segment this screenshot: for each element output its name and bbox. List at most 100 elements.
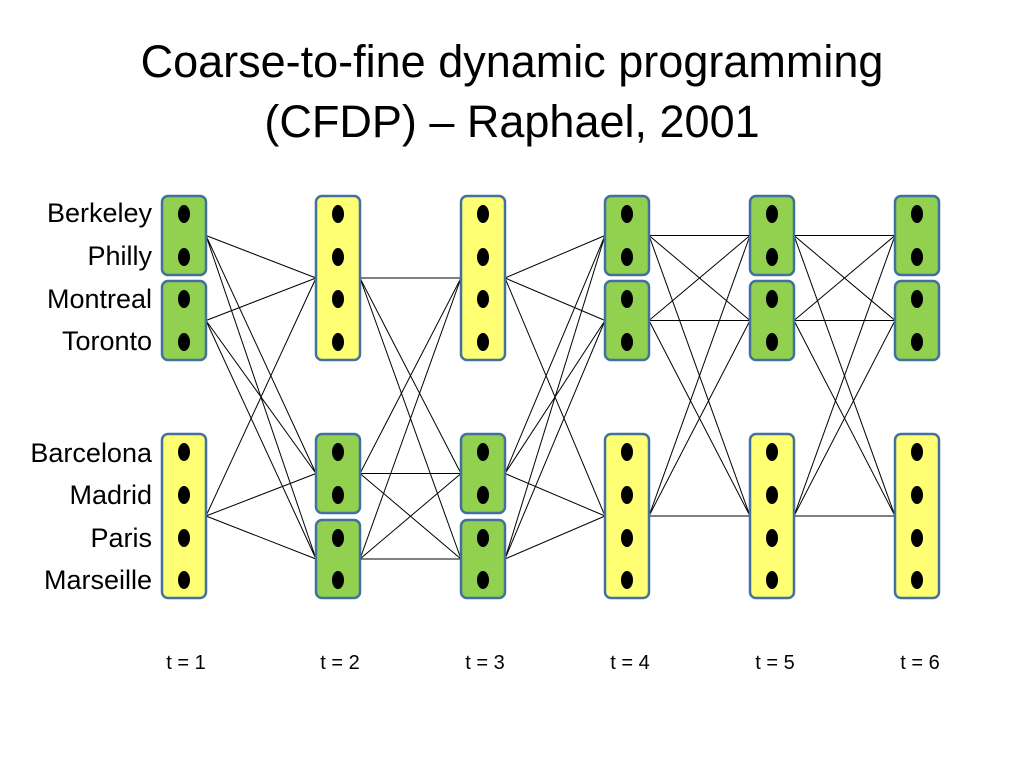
state-dot (178, 443, 190, 461)
state-dot (332, 290, 344, 308)
edge-t2g3-t3g1 (359, 277, 462, 560)
state-dot (911, 571, 923, 589)
time-label-2: t = 2 (320, 652, 360, 674)
state-box-rect (748, 194, 796, 277)
state-dot (911, 443, 923, 461)
state-box-rect (748, 432, 796, 600)
state-dot (477, 571, 489, 589)
edge-t5g3-t6g1 (793, 235, 896, 517)
state-box-t1-g2 (160, 279, 208, 362)
city-label-barcelona: Barcelona (30, 438, 152, 468)
state-box-t3-g2 (459, 432, 507, 515)
edge-t4g3-t5g1 (648, 235, 751, 517)
edge-t3g2-t4g1 (504, 235, 606, 474)
state-dot (178, 205, 190, 223)
state-dot (178, 486, 190, 504)
edge-t3g3-t4g2 (504, 320, 606, 560)
state-dot (911, 290, 923, 308)
state-dot (332, 205, 344, 223)
state-dot (766, 486, 778, 504)
city-label-montreal: Montreal (46, 284, 152, 314)
time-label-1: t = 1 (166, 652, 206, 674)
edge-t3g2-t4g3 (504, 473, 606, 517)
state-dot (911, 529, 923, 547)
state-dot (477, 205, 489, 223)
state-box-rect (748, 279, 796, 362)
state-boxes (160, 194, 941, 600)
state-dot (621, 290, 633, 308)
state-box-t4-g2 (603, 279, 651, 362)
state-box-t6-g3 (893, 432, 941, 600)
state-dot (621, 205, 633, 223)
time-label-3: t = 3 (465, 652, 505, 674)
state-dot (178, 529, 190, 547)
state-dot (178, 248, 190, 266)
edge-t1g2-t2g3 (205, 320, 317, 560)
state-box-rect (603, 432, 651, 600)
edge-t1g2-t2g1 (205, 277, 317, 321)
state-dot (621, 248, 633, 266)
edge-t1g1-t2g1 (205, 235, 317, 279)
edge-t5g2-t6g1 (793, 235, 896, 321)
city-label-berkeley: Berkeley (46, 198, 152, 228)
state-box-rect (314, 432, 362, 515)
state-box-rect (603, 279, 651, 362)
edge-t4g3-t5g2 (648, 320, 751, 517)
state-box-rect (160, 279, 208, 362)
state-dot (332, 529, 344, 547)
state-dot (766, 290, 778, 308)
state-box-rect (314, 194, 362, 362)
time-label-4: t = 4 (610, 652, 650, 674)
transition-edges (205, 235, 896, 560)
edge-t5g3-t6g2 (793, 320, 896, 517)
state-box-t2-g3 (314, 518, 362, 600)
city-label-madrid: Madrid (69, 480, 152, 510)
time-label-5: t = 5 (755, 652, 795, 674)
edge-t2g3-t3g2 (359, 473, 462, 560)
state-box-t4-g1 (603, 194, 651, 277)
state-dot (911, 486, 923, 504)
edge-t1g3-t2g2 (205, 473, 317, 517)
state-dot (766, 205, 778, 223)
city-label-paris: Paris (90, 523, 152, 553)
state-dot (332, 443, 344, 461)
state-box-t1-g1 (160, 194, 208, 277)
state-dot (621, 529, 633, 547)
edge-t3g1-t4g1 (504, 235, 606, 279)
state-dot (766, 529, 778, 547)
title-line-1: Coarse-to-fine dynamic programming (140, 36, 884, 87)
state-dot (766, 248, 778, 266)
state-dot (621, 571, 633, 589)
state-box-t4-g3 (603, 432, 651, 600)
state-dot (621, 333, 633, 351)
edge-t4g2-t5g1 (648, 235, 751, 321)
state-dot (766, 571, 778, 589)
state-dot (911, 205, 923, 223)
state-box-rect (459, 194, 507, 362)
state-dot (477, 248, 489, 266)
state-box-rect (459, 518, 507, 600)
state-dot (477, 486, 489, 504)
state-dot (332, 486, 344, 504)
state-dot (766, 443, 778, 461)
state-box-rect (893, 279, 941, 362)
state-box-t2-g2 (314, 432, 362, 515)
state-box-rect (603, 194, 651, 277)
state-box-t5-g3 (748, 432, 796, 600)
edge-t1g1-t2g2 (205, 235, 317, 474)
slide-title: Coarse-to-fine dynamic programming (CFDP… (0, 32, 1024, 152)
state-box-rect (160, 194, 208, 277)
state-dot (178, 333, 190, 351)
edge-t3g3-t4g3 (504, 515, 606, 560)
city-label-philly: Philly (87, 241, 152, 271)
state-box-t6-g1 (893, 194, 941, 277)
state-box-t1-g3 (160, 432, 208, 600)
city-label-marseille: Marseille (43, 565, 152, 595)
state-dot (332, 248, 344, 266)
edge-t2g2-t3g1 (359, 277, 462, 474)
state-dot (332, 571, 344, 589)
state-box-rect (314, 518, 362, 600)
edge-t3g1-t4g2 (504, 277, 606, 321)
state-box-rect (459, 432, 507, 515)
